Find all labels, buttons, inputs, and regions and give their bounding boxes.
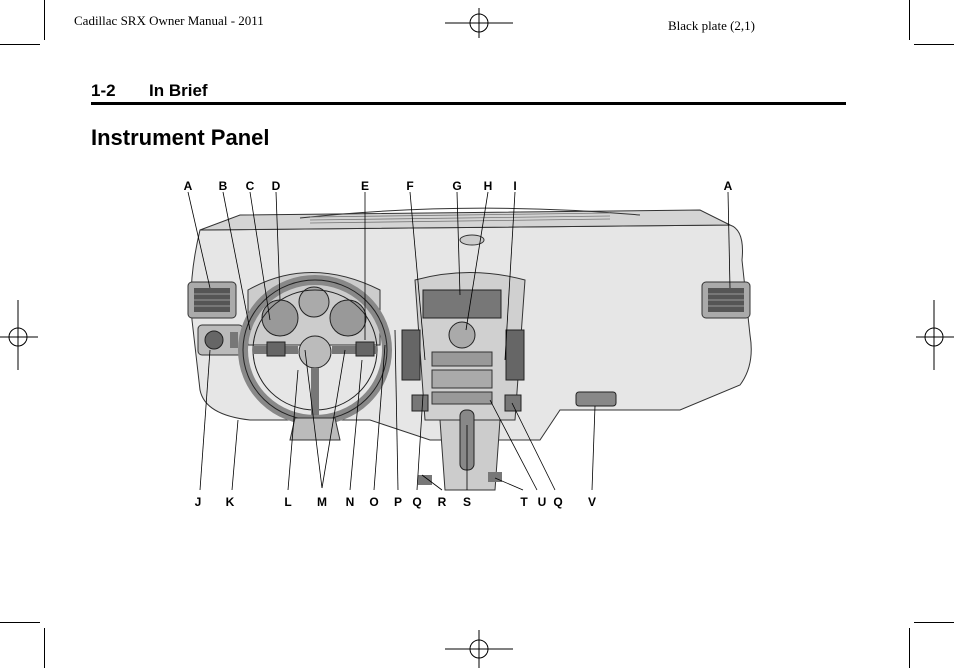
instrument-panel-diagram: A B C D E F G H I A J K L M N O P Q R S …: [184, 179, 752, 509]
crop-mark: [44, 628, 45, 668]
crop-mark: [0, 44, 40, 45]
callout-c: C: [246, 179, 255, 193]
registration-mark-top: [445, 8, 513, 38]
callout-q-left: Q: [412, 495, 421, 509]
callout-p: P: [394, 495, 402, 509]
crop-mark: [914, 44, 954, 45]
crop-mark: [909, 0, 910, 40]
left-seat-control: [411, 394, 429, 412]
callout-o: O: [369, 495, 378, 509]
callout-n: N: [346, 495, 355, 509]
callout-u: U: [538, 495, 547, 509]
headlamp-switch: [197, 324, 244, 356]
left-air-vent: [187, 281, 237, 319]
callout-e: E: [361, 179, 369, 193]
callout-r: R: [438, 495, 447, 509]
defroster-grille: [309, 212, 611, 224]
callout-q-right: Q: [553, 495, 562, 509]
callout-l: L: [284, 495, 291, 509]
callout-v: V: [588, 495, 596, 509]
callout-m: M: [317, 495, 327, 509]
glove-box-latch: [575, 391, 617, 407]
section-name: In Brief: [149, 81, 208, 100]
callout-b: B: [219, 179, 228, 193]
section-number: 1-2: [91, 81, 116, 100]
section-heading: 1-2 In Brief: [91, 81, 208, 101]
callout-a-right: A: [724, 179, 733, 193]
callout-d: D: [272, 179, 281, 193]
crop-mark: [44, 0, 45, 40]
right-seat-control: [504, 394, 522, 412]
registration-mark-left: [0, 300, 38, 370]
callout-h: H: [484, 179, 493, 193]
gear-shifter: [418, 409, 502, 491]
section-rule: [91, 102, 846, 105]
right-air-vent: [701, 281, 751, 319]
header-manual-title: Cadillac SRX Owner Manual - 2011: [74, 13, 264, 28]
callout-s: S: [463, 495, 471, 509]
center-vent-left: [401, 329, 421, 381]
callout-g: G: [452, 179, 461, 193]
callout-i: I: [513, 179, 516, 193]
registration-mark-right: [916, 300, 954, 370]
center-vent-right: [505, 329, 525, 381]
callout-labels-bottom: J K L M N O P Q R S T U Q V: [195, 495, 596, 509]
callout-k: K: [226, 495, 235, 509]
leader-lines: [187, 191, 731, 491]
crop-mark: [909, 628, 910, 668]
callout-a-left: A: [184, 179, 193, 193]
crop-mark: [914, 622, 954, 623]
callout-labels-top: A B C D E F G H I A: [184, 179, 733, 193]
header-plate: Black plate (2,1): [668, 18, 755, 33]
sunload-sensor: [459, 234, 485, 246]
page-title: Instrument Panel: [91, 125, 270, 150]
registration-mark-bottom: [445, 630, 513, 668]
crop-mark: [0, 622, 40, 623]
callout-t: T: [520, 495, 528, 509]
callout-j: J: [195, 495, 202, 509]
center-stack: [414, 272, 526, 421]
callout-f: F: [406, 179, 413, 193]
